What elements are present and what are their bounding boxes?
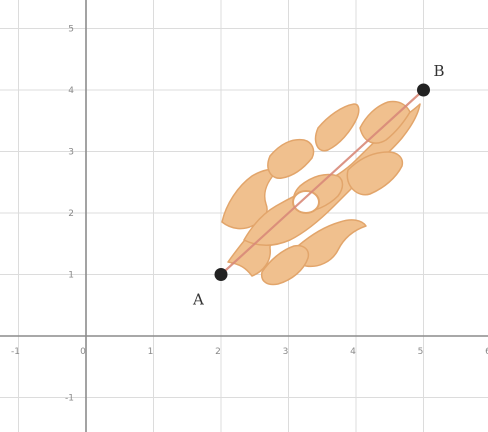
points-layer: AB bbox=[192, 62, 445, 309]
x-tick-label: -1 bbox=[11, 347, 20, 357]
ornament-shape bbox=[221, 100, 421, 286]
x-tick-label: 1 bbox=[148, 347, 154, 357]
y-tick-label: -1 bbox=[65, 394, 74, 404]
y-tick-label: 1 bbox=[68, 271, 74, 281]
x-tick-label: 2 bbox=[215, 347, 221, 357]
point-label-b: B bbox=[434, 62, 445, 80]
ornament-top-right-petal bbox=[359, 100, 411, 144]
ornament-top-petal bbox=[314, 103, 360, 152]
point-a bbox=[214, 268, 228, 281]
x-tick-label: 4 bbox=[350, 347, 356, 357]
point-b bbox=[417, 83, 430, 97]
x-tick-label: 5 bbox=[418, 347, 424, 357]
ornament-right-petal bbox=[346, 151, 404, 196]
ornament-upper-left-petal bbox=[267, 138, 315, 179]
segment-ab bbox=[220, 89, 425, 276]
x-tick-label: 0 bbox=[80, 347, 86, 357]
y-tick-label: 5 bbox=[68, 25, 74, 35]
point-label-a: A bbox=[192, 291, 204, 309]
tick-labels: -1 0 1 2 3 4 5 6 -1 1 2 3 4 5 bbox=[11, 25, 488, 404]
y-tick-label: 2 bbox=[68, 209, 74, 219]
y-tick-label: 3 bbox=[68, 148, 74, 158]
ornament-lower-scroll bbox=[260, 244, 310, 286]
x-tick-label: 6 bbox=[485, 347, 488, 357]
ornament-hole bbox=[292, 190, 320, 214]
x-tick-label: 3 bbox=[283, 347, 289, 357]
y-tick-label: 4 bbox=[68, 86, 74, 96]
